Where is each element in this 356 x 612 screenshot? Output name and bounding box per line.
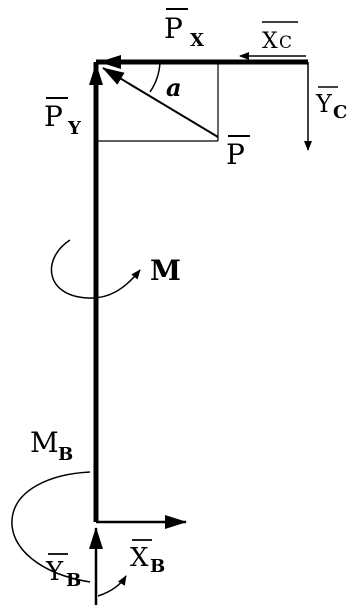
label-yc: Y C — [315, 86, 347, 123]
svg-text:X: X — [130, 543, 149, 573]
label-py: P Y — [44, 97, 82, 139]
svg-text:P: P — [226, 138, 245, 171]
label-xc: X C — [262, 21, 298, 54]
svg-text:Y: Y — [45, 557, 64, 587]
svg-text:P: P — [44, 100, 63, 133]
label-px: P X — [164, 8, 204, 51]
svg-text:C: C — [333, 102, 347, 123]
moment-m-arc — [50, 239, 141, 299]
label-mb: M B — [30, 426, 73, 465]
svg-text:C: C — [279, 33, 292, 53]
yb-rotation-arrow — [97, 575, 127, 597]
svg-text:B: B — [58, 444, 73, 465]
svg-text:X: X — [190, 30, 204, 51]
label-m: M — [150, 254, 181, 287]
label-xb: X B — [130, 539, 165, 577]
svg-text:B: B — [66, 570, 81, 591]
label-alpha: a — [166, 73, 182, 102]
angle-arc — [149, 61, 161, 93]
svg-text:X: X — [262, 29, 278, 54]
force-p-arrow — [102, 67, 219, 138]
svg-text:M: M — [30, 426, 59, 459]
svg-text:Y: Y — [67, 118, 82, 139]
label-p: P — [226, 135, 250, 171]
svg-text:P: P — [164, 12, 183, 45]
svg-text:Y: Y — [315, 90, 333, 118]
label-yb: Y B — [45, 553, 81, 591]
moment-mb-arc — [11, 471, 91, 583]
svg-text:B: B — [150, 556, 165, 577]
